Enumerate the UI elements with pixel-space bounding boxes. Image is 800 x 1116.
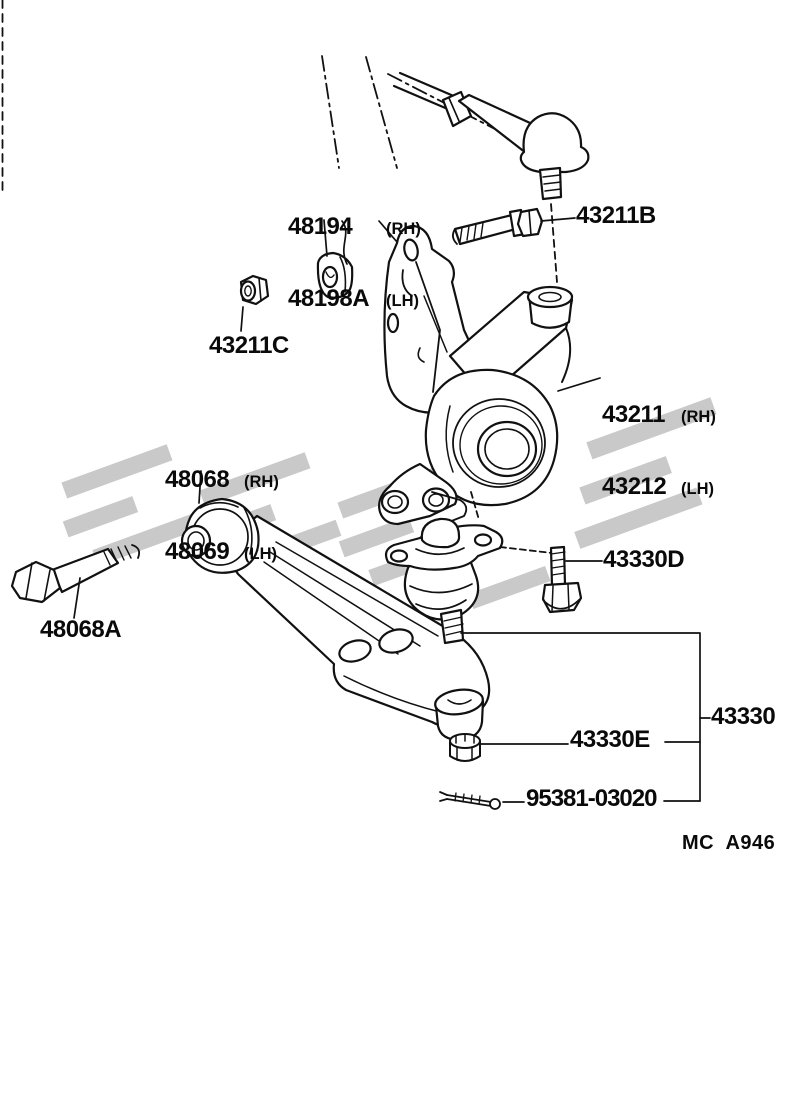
- tie-rod-end-drawing: [392, 71, 590, 283]
- hub-bore: [476, 420, 538, 478]
- part-label-43330: 43330: [711, 703, 776, 730]
- ball-joint-drawing: [384, 517, 553, 645]
- side-tag-rh: (RH): [244, 473, 279, 491]
- part-label-48068-48069: 48068 (RH) 48069 (LH): [165, 422, 279, 612]
- part-number-48198A: 48198A: [288, 285, 370, 312]
- part-number-48194: 48194: [288, 213, 353, 240]
- part-number-48068: 48068: [165, 466, 230, 493]
- castle-nut-drawing: [449, 733, 481, 762]
- steering-knuckle-drawing: [378, 224, 574, 526]
- side-tag-rh: (RH): [386, 220, 421, 238]
- side-tag-lh: (LH): [386, 292, 419, 310]
- control-arm-drawing: [180, 497, 491, 742]
- part-label-43211C: 43211C: [209, 332, 289, 359]
- part-label-43330D: 43330D: [603, 546, 685, 573]
- part-label-43330E: 43330E: [570, 726, 650, 753]
- part-number-43212: 43212: [602, 473, 667, 500]
- leader-lines: [73, 217, 711, 803]
- bolt-48068a-drawing: [10, 544, 141, 604]
- part-label-95381-03020: 95381-03020: [526, 785, 657, 812]
- part-label-43211B: 43211B: [576, 202, 656, 229]
- side-tag-rh: (RH): [681, 408, 716, 426]
- nut-43211c-drawing: [239, 274, 270, 306]
- part-label-48068A: 48068A: [40, 616, 122, 643]
- part-label-48194-48198A: 48194 (RH) 48198A (LH): [288, 169, 421, 359]
- part-number-48069: 48069: [165, 538, 230, 565]
- diagram-code: MC A946: [682, 832, 776, 854]
- part-label-43211-43212: 43211 (RH) 43212 (LH): [602, 357, 716, 547]
- bolt-43211b-drawing: [452, 207, 544, 246]
- part-number-43211: 43211: [602, 401, 665, 428]
- cotter-pin-drawing: [439, 791, 501, 810]
- bushing-48194-drawing: [316, 251, 413, 299]
- side-tag-lh: (LH): [681, 480, 714, 498]
- bolt-43330d-drawing: [541, 545, 583, 614]
- side-tag-lh: (LH): [244, 545, 277, 563]
